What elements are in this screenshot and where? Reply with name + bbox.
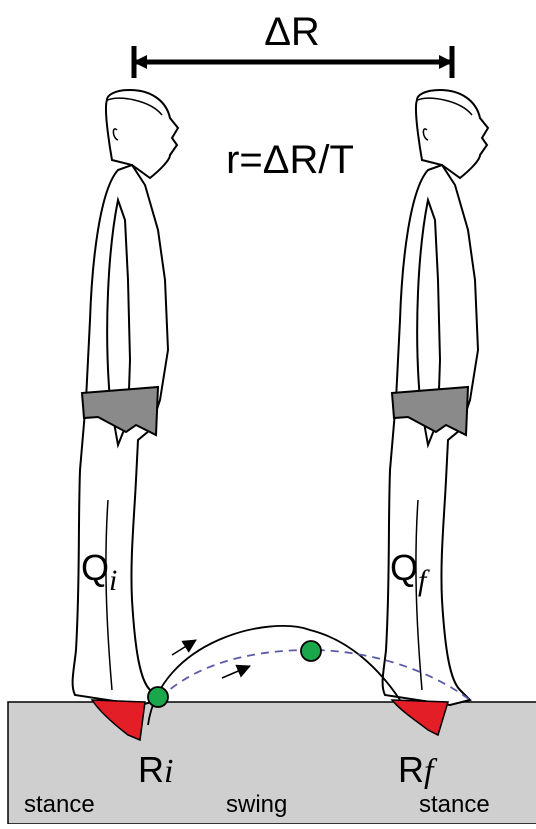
final-pose-base: Q: [390, 547, 418, 588]
final-foot-label: Rf: [398, 749, 438, 790]
motion-arrow-lower: [222, 666, 250, 678]
rate-formula: r=ΔR/T: [226, 138, 354, 182]
distance-label: ΔR: [264, 10, 320, 54]
initial-foot-sub: i: [164, 753, 173, 790]
initial-pose-sub: i: [109, 564, 117, 597]
final-person-figure: [383, 90, 488, 705]
motion-arrow-upper: [172, 640, 196, 655]
initial-person-figure: [73, 90, 178, 705]
phase-left-label: stance: [24, 791, 95, 818]
swing-marker-peak: [301, 641, 321, 661]
initial-pose-base: Q: [81, 547, 109, 588]
final-foot-base: R: [398, 749, 424, 790]
swing-marker-start: [148, 687, 168, 707]
phase-middle-label: swing: [226, 791, 287, 818]
initial-foot-base: R: [138, 749, 164, 790]
initial-foot-label: Ri: [138, 749, 173, 790]
phase-right-label: stance: [419, 791, 490, 818]
